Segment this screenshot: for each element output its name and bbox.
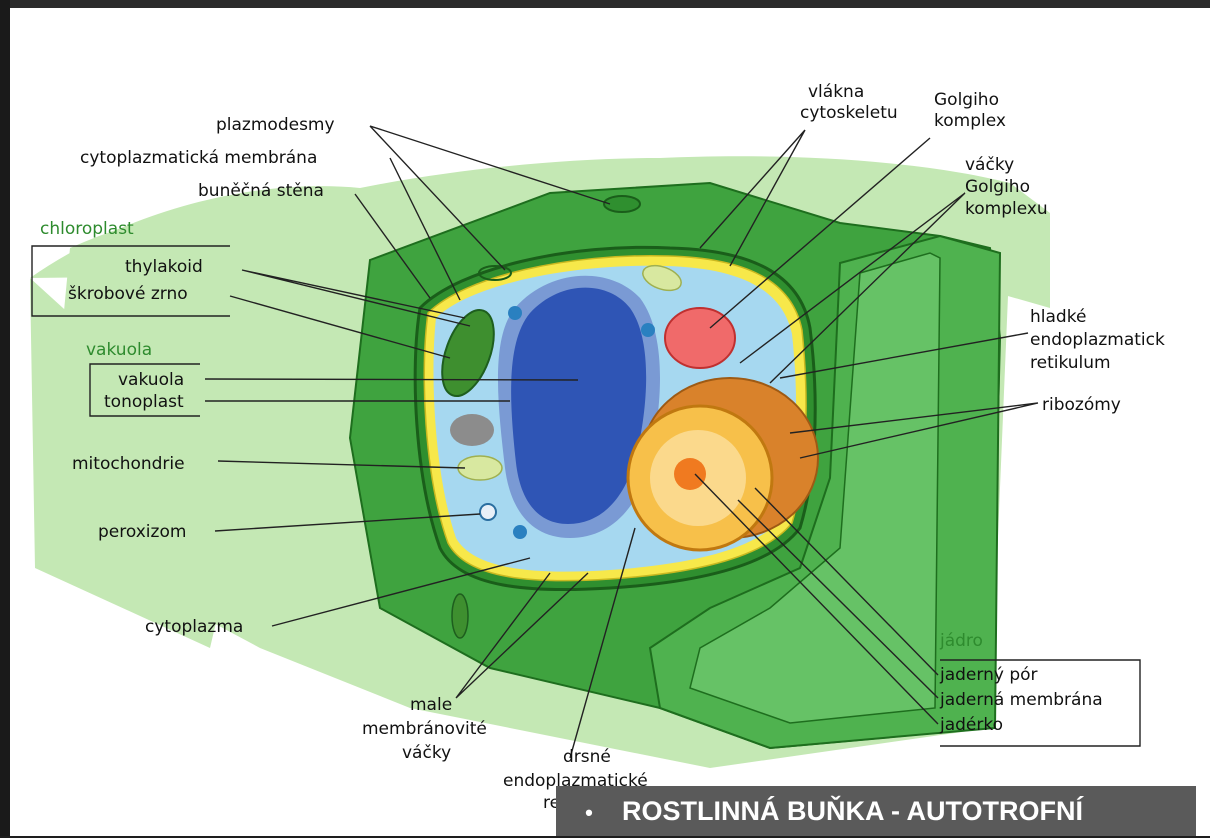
starch-grain-shape — [450, 414, 494, 446]
label-vacky-3: komplexu — [965, 199, 1048, 219]
plant-cell-diagram: plazmodesmy cytoplazmatická membrána bun… — [10, 8, 1210, 836]
nucleolus — [674, 458, 706, 490]
label-cytoplazmaticka-membrana: cytoplazmatická membrána — [80, 148, 317, 168]
label-jaderny-por: jaderný pór — [939, 665, 1038, 685]
label-male-2: membránovité — [362, 719, 487, 739]
label-thylakoid: thylakoid — [125, 257, 203, 277]
leader-vakuola — [205, 379, 578, 380]
slide-caption: •ROSTLINNÁ BUŇKA - AUTOTROFNÍ — [556, 786, 1196, 836]
label-bunecna-stena: buněčná stěna — [198, 181, 324, 201]
label-tonoplast: tonoplast — [104, 392, 184, 412]
label-jadro-group: jádro — [939, 631, 983, 651]
vesicle-dot-3 — [641, 323, 655, 337]
chloroplast-in-wall — [452, 594, 468, 638]
vesicle-dot-2 — [513, 525, 527, 539]
label-vlakna-1: vlákna — [808, 82, 864, 102]
vesicle-dot-1 — [508, 306, 522, 320]
label-mitochondrie: mitochondrie — [72, 454, 185, 474]
label-vacky-2: Golgiho — [965, 177, 1030, 197]
golgi-shape — [665, 308, 735, 368]
label-vacky-1: váčky — [965, 155, 1014, 175]
label-male-3: váčky — [402, 743, 451, 763]
label-plazmodesmy: plazmodesmy — [216, 115, 335, 135]
peroxisome-shape — [480, 504, 496, 520]
top-frame-bar — [0, 0, 1210, 8]
label-hladke-2: endoplazmatick — [1030, 330, 1165, 350]
label-jaderko: jadérko — [939, 715, 1003, 735]
caption-bullet: • — [556, 788, 622, 838]
label-male-1: male — [410, 695, 452, 715]
left-frame-bar — [0, 0, 10, 836]
label-ribozomy: ribozómy — [1042, 395, 1121, 415]
label-golgi-2: komplex — [934, 111, 1006, 131]
label-hladke-3: retikulum — [1030, 353, 1111, 373]
label-chloroplast-group: chloroplast — [40, 219, 134, 239]
label-drsne-1: drsné — [563, 747, 611, 767]
label-peroxizom: peroxizom — [98, 522, 186, 542]
diagram-canvas: plazmodesmy cytoplazmatická membrána bun… — [10, 8, 1210, 836]
label-cytoplazma: cytoplazma — [145, 617, 243, 637]
caption-text: ROSTLINNÁ BUŇKA - AUTOTROFNÍ — [622, 796, 1083, 826]
label-vlakna-2: cytoskeletu — [800, 103, 898, 123]
label-jaderna-membrana: jaderná membrána — [939, 690, 1103, 710]
label-hladke-1: hladké — [1030, 307, 1086, 327]
label-skrobove-zrno: škrobové zrno — [68, 284, 188, 304]
label-golgi-1: Golgiho — [934, 90, 999, 110]
label-vakuola-group: vakuola — [86, 340, 152, 360]
label-vakuola: vakuola — [118, 370, 184, 390]
